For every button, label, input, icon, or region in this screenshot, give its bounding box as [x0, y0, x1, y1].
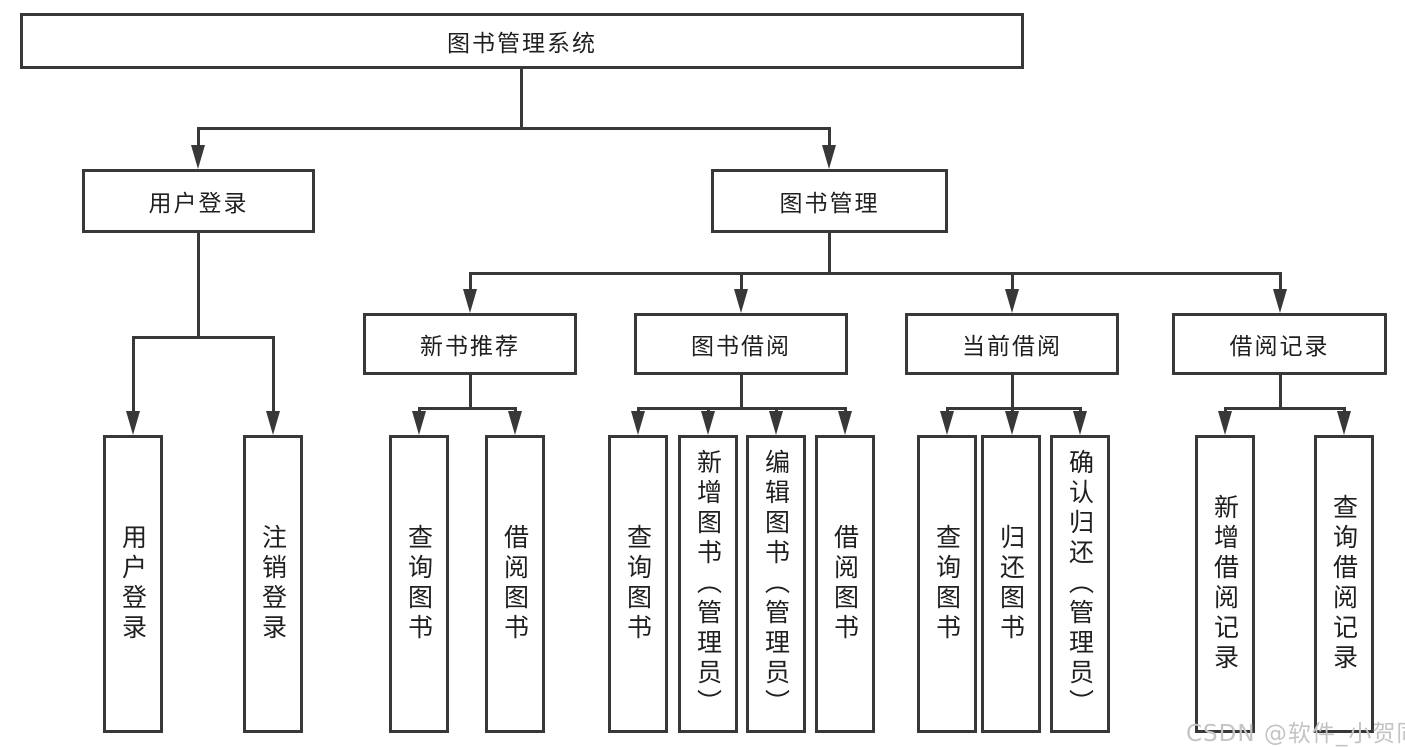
connector-drop — [469, 272, 472, 291]
arrowhead-down-icon — [1337, 411, 1351, 435]
arrowhead-down-icon — [463, 289, 477, 313]
leaf-label: 借阅图书 — [500, 524, 530, 644]
leaf-add-borrow-record: 新增借阅记录 — [1195, 435, 1255, 733]
arrowhead-down-icon — [1218, 411, 1232, 435]
node-label: 借阅记录 — [1229, 334, 1330, 360]
leaf-add-book-admin: 新增图书（管理员） — [678, 435, 738, 733]
node-label: 新书推荐 — [420, 334, 520, 360]
connector-drop — [828, 127, 831, 147]
leaf-label: 注销登录 — [258, 524, 288, 644]
leaf-label: 用户登录 — [118, 524, 148, 644]
arrowhead-down-icon — [126, 411, 140, 435]
leaf-label: 查询图书 — [932, 524, 962, 644]
leaf-logout: 注销登录 — [243, 435, 303, 733]
leaf-label: 确认归还（管理员） — [1065, 449, 1095, 719]
connector-drop — [1343, 407, 1346, 413]
leaf-query-books-current: 查询图书 — [917, 435, 977, 733]
arrowhead-down-icon — [631, 411, 645, 435]
node-borrowing-records: 借阅记录 — [1172, 313, 1387, 375]
arrowhead-down-icon — [508, 411, 522, 435]
connector-drop — [637, 407, 640, 413]
leaf-label: 编辑图书（管理员） — [761, 449, 791, 719]
connector-drop — [418, 407, 421, 413]
arrowhead-down-icon — [838, 411, 852, 435]
connector-stem — [469, 375, 472, 407]
node-label: 图书管理 — [779, 191, 880, 217]
connector-drop — [844, 407, 847, 413]
arrowhead-down-icon — [191, 145, 205, 169]
arrowhead-down-icon — [266, 411, 280, 435]
connector-bar — [418, 407, 516, 410]
node-book-borrowing: 图书借阅 — [634, 313, 848, 375]
node-new-book-recommendation: 新书推荐 — [363, 313, 577, 375]
node-label: 用户登录 — [148, 191, 249, 217]
leaf-label: 借阅图书 — [830, 524, 860, 644]
connector-drop — [946, 407, 949, 413]
leaf-edit-book-admin: 编辑图书（管理员） — [746, 435, 806, 733]
connector-bar — [197, 127, 831, 130]
leaf-label: 新增图书（管理员） — [693, 449, 723, 719]
arrowhead-down-icon — [1005, 289, 1019, 313]
connector-drop — [740, 272, 743, 291]
leaf-label: 查询借阅记录 — [1329, 494, 1359, 674]
connector-drop — [1279, 272, 1282, 291]
connector-drop — [132, 336, 135, 413]
arrowhead-down-icon — [769, 411, 783, 435]
connector-drop — [1224, 407, 1227, 413]
leaf-borrow-books: 借阅图书 — [815, 435, 875, 733]
leaf-query-books-borrow: 查询图书 — [608, 435, 668, 733]
node-label: 图书管理系统 — [447, 31, 597, 57]
leaf-query-borrow-record: 查询借阅记录 — [1314, 435, 1374, 733]
connector-drop — [707, 407, 710, 413]
connector-drop — [775, 407, 778, 413]
arrowhead-down-icon — [412, 411, 426, 435]
arrowhead-down-icon — [734, 289, 748, 313]
connector-drop — [1011, 407, 1014, 413]
connector-bar — [132, 336, 274, 339]
connector-stem — [1279, 375, 1282, 407]
connector-stem — [828, 233, 831, 272]
arrowhead-down-icon — [701, 411, 715, 435]
arrowhead-down-icon — [1273, 289, 1287, 313]
leaf-return-books: 归还图书 — [981, 435, 1041, 733]
node-label: 图书借阅 — [691, 334, 791, 360]
node-current-borrowing: 当前借阅 — [905, 313, 1119, 375]
connector-drop — [272, 336, 275, 413]
connector-drop — [1079, 407, 1082, 413]
leaf-confirm-return-admin: 确认归还（管理员） — [1050, 435, 1110, 733]
node-library-management-system: 图书管理系统 — [20, 13, 1024, 69]
arrowhead-down-icon — [940, 411, 954, 435]
arrowhead-down-icon — [1073, 411, 1087, 435]
leaf-label: 查询图书 — [404, 524, 434, 644]
connector-drop — [197, 127, 200, 147]
node-user-login: 用户登录 — [82, 169, 315, 233]
leaf-label: 归还图书 — [996, 524, 1026, 644]
connector-bar — [637, 407, 846, 410]
connector-stem — [197, 233, 200, 336]
leaf-label: 查询图书 — [623, 524, 653, 644]
connector-bar — [469, 272, 1281, 275]
connector-drop — [1011, 272, 1014, 291]
connector-drop — [514, 407, 517, 413]
leaf-label: 新增借阅记录 — [1210, 494, 1240, 674]
leaf-user-login: 用户登录 — [103, 435, 163, 733]
leaf-borrow-books-recommend: 借阅图书 — [485, 435, 545, 733]
arrowhead-down-icon — [822, 145, 836, 169]
connector-stem — [520, 69, 523, 127]
connector-stem — [1011, 375, 1014, 407]
csdn-watermark: CSDN @软件_小贺同学 — [1186, 721, 1405, 747]
connector-stem — [740, 375, 743, 407]
node-label: 当前借阅 — [962, 334, 1062, 360]
arrowhead-down-icon — [1005, 411, 1019, 435]
connector-bar — [1224, 407, 1345, 410]
leaf-query-books-recommend: 查询图书 — [389, 435, 449, 733]
node-book-management: 图书管理 — [711, 169, 948, 233]
